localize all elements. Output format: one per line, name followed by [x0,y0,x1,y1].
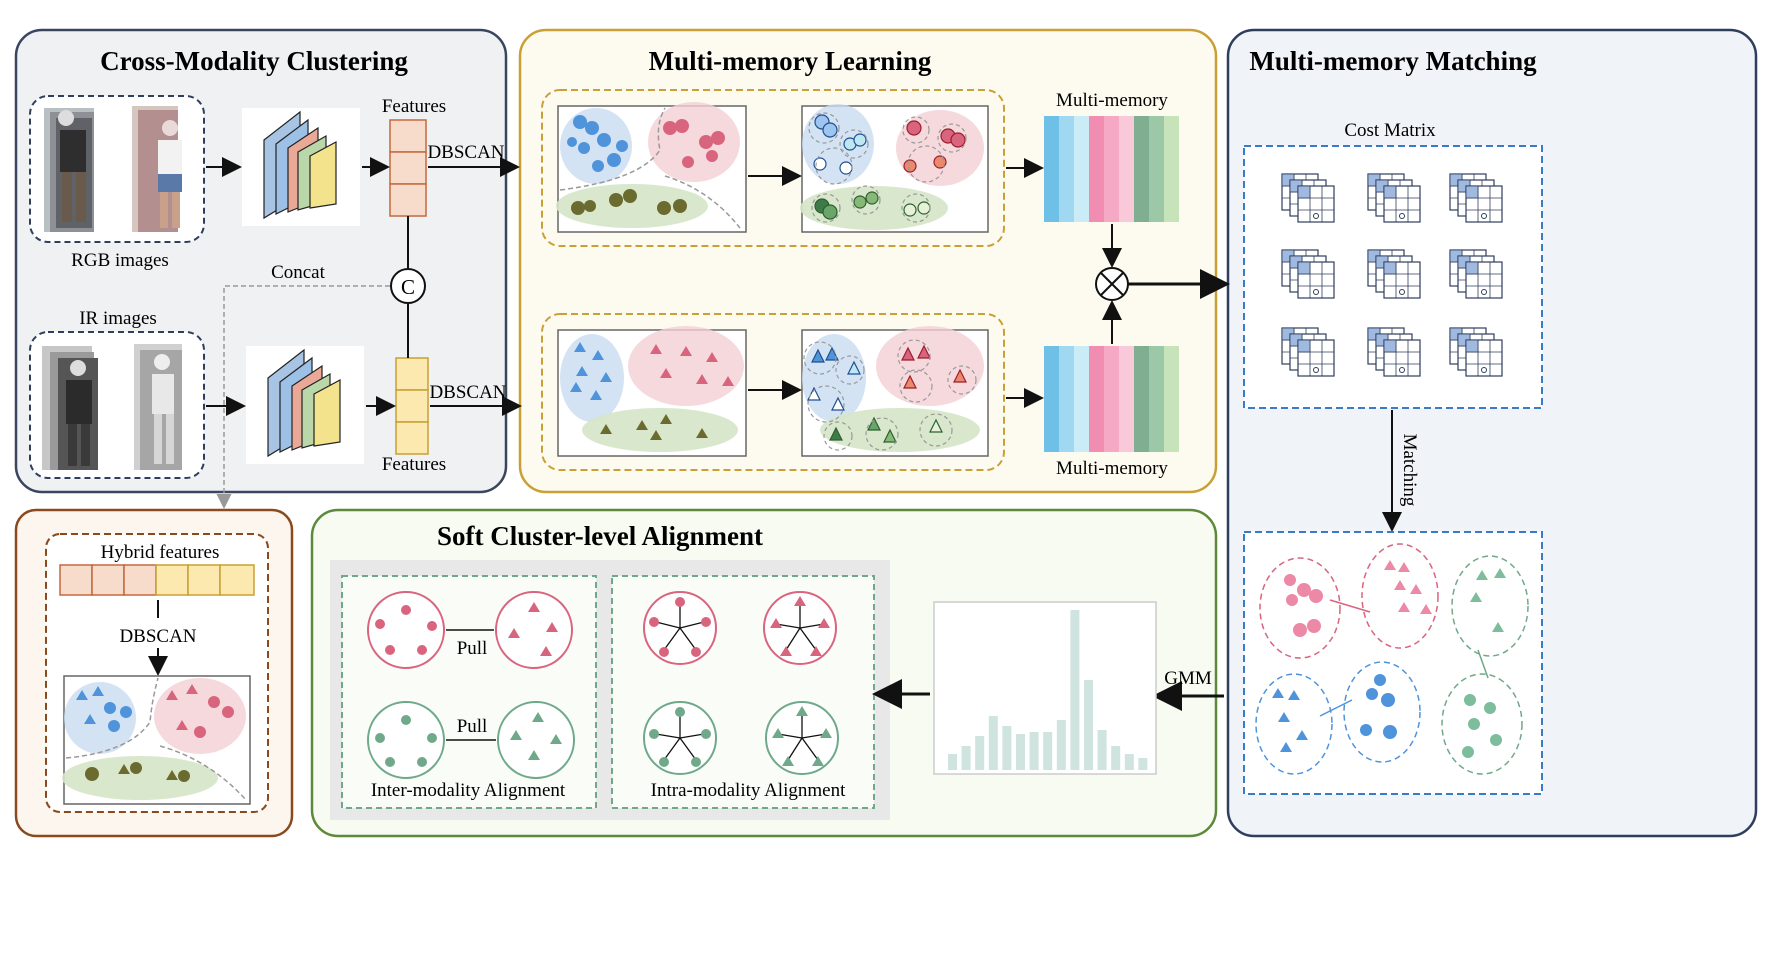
histogram-bar [1097,730,1107,770]
histogram-bar [1084,680,1093,770]
memory-label-top: Multi-memory [1056,90,1168,111]
ml-top-box [541,89,1005,247]
scatter-cluster-icon [801,326,989,457]
histogram-bar [975,736,985,770]
histogram-bar [1029,732,1039,770]
rgb-person-photos [44,106,182,232]
multiply-icon [1095,267,1129,301]
gmm-label: GMM [1164,668,1212,689]
scatter-cluster-icon [556,102,747,233]
feature-vector-ir [395,357,429,455]
histogram-bar [1111,746,1121,770]
features-label-bottom: Features [382,454,446,475]
concat-path [216,285,390,509]
hybrid-dbscan-label: DBSCAN [119,626,196,647]
dbscan-label-bottom: DBSCAN [429,382,506,403]
histogram-bar [1056,720,1066,770]
matrix-grid [1281,173,1503,377]
pull-label-top: Pull [457,638,488,659]
memory-label-bottom: Multi-memory [1056,458,1168,479]
feature-vector-rgb [389,119,427,217]
memory-bank-top [1044,116,1179,222]
cost-matrix-label: Cost Matrix [1344,120,1436,141]
memory-bank-bottom [1044,346,1179,452]
cnn-icon [263,110,337,220]
ir-images-label: IR images [79,308,157,329]
features-label-top: Features [382,96,446,117]
histogram-icon [948,610,1148,770]
histogram-bar [1016,734,1025,770]
title-multi-memory-learning: Multi-memory Learning [649,46,932,76]
intra-alignment [643,591,839,775]
inter-alignment-green [367,701,575,779]
title-multi-memory-matching: Multi-memory Matching [1249,46,1537,76]
pull-label-bottom: Pull [457,716,488,737]
scatter-cluster-icon [800,104,989,233]
histogram-bar [1138,758,1148,770]
matrix-icon [1465,185,1503,223]
histogram-bar [961,746,971,770]
concat-icon [390,268,426,304]
matched-clusters [1255,543,1529,775]
inter-alignment-pink [367,591,573,669]
scatter-cluster-icon [62,675,251,805]
histogram-bar [1002,726,1012,770]
title-cross-modality: Cross-Modality Clustering [100,46,408,76]
matching-result-box [1243,531,1543,795]
histogram-bar [1070,610,1080,770]
ml-bottom-box [541,313,1005,471]
concat-symbol: C [401,275,415,299]
concat-label: Concat [271,262,326,283]
rgb-images-label: RGB images [71,250,169,271]
ir-person-photos [42,344,182,470]
matching-label: Matching [1399,434,1420,507]
hybrid-feature-vector [59,564,255,596]
inter-modality-label: Inter-modality Alignment [371,780,566,801]
hybrid-features-label: Hybrid features [101,542,220,563]
histogram-bar [1124,754,1134,770]
histogram-bar [988,716,998,770]
cnn-icon [267,348,341,458]
intra-modality-label: Intra-modality Alignment [651,780,846,801]
dbscan-label-top: DBSCAN [427,142,504,163]
scatter-cluster-icon [557,326,747,457]
title-soft-alignment: Soft Cluster-level Alignment [437,521,763,551]
histogram-bar [1043,732,1053,770]
histogram-bar [948,754,957,770]
